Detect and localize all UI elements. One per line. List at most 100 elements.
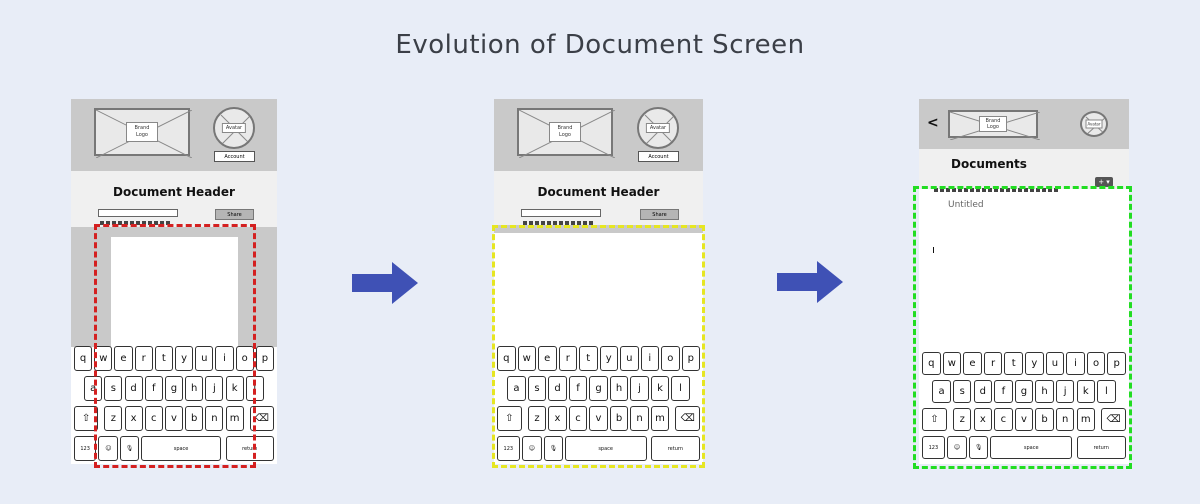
key-x[interactable]: x <box>548 406 567 431</box>
key-i[interactable]: i <box>215 346 234 371</box>
key-e[interactable]: e <box>114 346 133 371</box>
key-l[interactable]: l <box>671 376 690 401</box>
numbers-key[interactable]: 123 <box>922 436 945 459</box>
delete-key-icon[interactable]: ⌫ <box>1101 408 1126 431</box>
key-j[interactable]: j <box>205 376 224 401</box>
key-g[interactable]: g <box>589 376 608 401</box>
account-button[interactable]: Account <box>638 151 679 162</box>
key-h[interactable]: h <box>609 376 629 401</box>
document-page[interactable] <box>111 237 238 347</box>
key-s[interactable]: s <box>527 376 547 401</box>
key-j[interactable]: j <box>1055 380 1075 403</box>
shift-key-icon[interactable]: ⇧ <box>74 406 99 431</box>
emoji-key-icon[interactable]: ☺ <box>98 436 119 461</box>
key-y[interactable]: y <box>175 346 194 371</box>
delete-key-icon[interactable]: ⌫ <box>249 406 274 431</box>
key-o[interactable]: o <box>1086 352 1106 375</box>
key-q[interactable]: q <box>74 346 93 371</box>
key-q[interactable]: q <box>922 352 941 375</box>
formatting-toolbar[interactable] <box>933 177 1083 192</box>
key-u[interactable]: u <box>1045 352 1065 375</box>
return-key[interactable]: return <box>1076 436 1126 459</box>
key-i[interactable]: i <box>640 346 659 371</box>
key-f[interactable]: f <box>144 376 163 401</box>
key-u[interactable]: u <box>620 346 639 371</box>
shift-key-icon[interactable]: ⇧ <box>922 408 947 431</box>
key-w[interactable]: w <box>517 346 536 371</box>
formatting-toolbar[interactable] <box>98 209 178 225</box>
account-button[interactable]: Account <box>214 151 255 162</box>
add-document-button[interactable]: + ▾ <box>1095 177 1113 187</box>
key-f[interactable]: f <box>568 376 588 401</box>
emoji-key-icon[interactable]: ☺ <box>946 436 968 459</box>
space-key[interactable]: space <box>564 436 647 461</box>
formatting-toolbar[interactable] <box>521 209 601 225</box>
key-l[interactable]: l <box>245 376 264 401</box>
key-z[interactable]: z <box>952 408 972 431</box>
key-h[interactable]: h <box>185 376 204 401</box>
key-d[interactable]: d <box>124 376 143 401</box>
key-o[interactable]: o <box>661 346 680 371</box>
key-g[interactable]: g <box>164 376 184 401</box>
key-j[interactable]: j <box>630 376 649 401</box>
share-button[interactable]: Share <box>640 209 679 220</box>
key-v[interactable]: v <box>1014 408 1034 431</box>
key-s[interactable]: s <box>104 376 123 401</box>
return-key[interactable]: return <box>225 436 274 461</box>
key-a[interactable]: a <box>507 376 526 401</box>
key-f[interactable]: f <box>994 380 1013 403</box>
key-p[interactable]: p <box>681 346 700 371</box>
key-p[interactable]: p <box>1107 352 1126 375</box>
key-r[interactable]: r <box>134 346 153 371</box>
share-button[interactable]: Share <box>215 209 254 220</box>
key-x[interactable]: x <box>124 406 143 431</box>
key-n[interactable]: n <box>630 406 649 431</box>
back-button[interactable]: < <box>927 115 939 131</box>
key-k[interactable]: k <box>225 376 244 401</box>
space-key[interactable]: space <box>140 436 222 461</box>
key-m[interactable]: m <box>225 406 244 431</box>
shift-key-icon[interactable]: ⇧ <box>497 406 522 431</box>
key-a[interactable]: a <box>84 376 103 401</box>
key-b[interactable]: b <box>1035 408 1054 431</box>
key-t[interactable]: t <box>579 346 598 371</box>
key-r[interactable]: r <box>983 352 1003 375</box>
key-x[interactable]: x <box>973 408 993 431</box>
key-n[interactable]: n <box>205 406 224 431</box>
key-u[interactable]: u <box>195 346 214 371</box>
return-key[interactable]: return <box>650 436 700 461</box>
key-m[interactable]: m <box>1076 408 1096 431</box>
key-c[interactable]: c <box>568 406 588 431</box>
untitled-doc-title[interactable]: Untitled <box>948 200 984 210</box>
key-p[interactable]: p <box>255 346 274 371</box>
key-z[interactable]: z <box>104 406 123 431</box>
key-v[interactable]: v <box>589 406 608 431</box>
key-k[interactable]: k <box>1076 380 1096 403</box>
key-z[interactable]: z <box>527 406 547 431</box>
key-y[interactable]: y <box>1025 352 1044 375</box>
key-l[interactable]: l <box>1097 380 1116 403</box>
microphone-key-icon[interactable]: 🎙 <box>120 436 139 461</box>
key-d[interactable]: d <box>973 380 993 403</box>
key-k[interactable]: k <box>650 376 670 401</box>
key-e[interactable]: e <box>538 346 557 371</box>
microphone-key-icon[interactable]: 🎙 <box>544 436 563 461</box>
key-w[interactable]: w <box>942 352 962 375</box>
key-c[interactable]: c <box>994 408 1013 431</box>
key-t[interactable]: t <box>1004 352 1023 375</box>
microphone-key-icon[interactable]: 🎙 <box>969 436 988 459</box>
numbers-key[interactable]: 123 <box>74 436 97 461</box>
key-w[interactable]: w <box>94 346 113 371</box>
key-n[interactable]: n <box>1055 408 1075 431</box>
key-b[interactable]: b <box>609 406 629 431</box>
key-b[interactable]: b <box>185 406 204 431</box>
avatar-placeholder[interactable]: Avatar <box>1080 111 1108 137</box>
numbers-key[interactable]: 123 <box>497 436 520 461</box>
key-a[interactable]: a <box>932 380 951 403</box>
key-e[interactable]: e <box>963 352 982 375</box>
space-key[interactable]: space <box>989 436 1073 459</box>
key-r[interactable]: r <box>558 346 577 371</box>
key-o[interactable]: o <box>235 346 254 371</box>
key-c[interactable]: c <box>144 406 163 431</box>
key-t[interactable]: t <box>154 346 173 371</box>
